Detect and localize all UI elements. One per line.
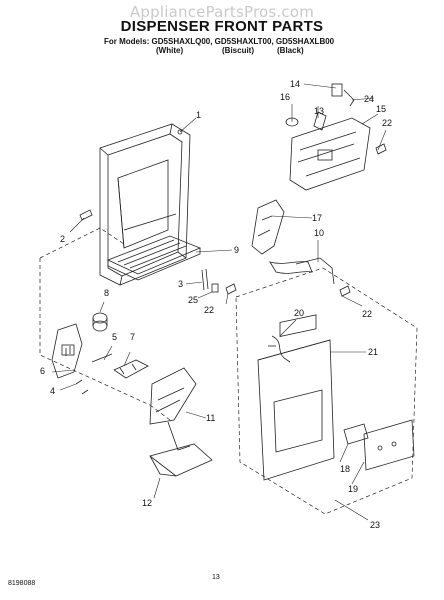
finish-black: (Black) — [277, 46, 304, 55]
callout-9: 9 — [234, 245, 239, 255]
callout-8: 8 — [104, 288, 109, 298]
part-5-rod — [91, 353, 113, 363]
leader-lines — [51, 83, 387, 521]
callout-25: 25 — [188, 295, 198, 305]
callout-labels: 1 2 3 4 5 6 7 8 9 10 11 12 13 14 15 16 1… — [40, 79, 392, 530]
part-3-pin — [201, 268, 209, 291]
dashed-outline-right — [235, 267, 418, 515]
part-11-flap — [149, 367, 197, 451]
part-22-screw-c — [375, 143, 387, 155]
watermark: AppliancePartsPros.com — [129, 3, 315, 21]
page-title: DISPENSER FRONT PARTS — [120, 18, 324, 35]
callout-12: 12 — [142, 498, 152, 508]
callout-17: 17 — [312, 213, 322, 223]
part-13-link — [313, 111, 327, 131]
part-15-module — [289, 117, 371, 191]
callout-16: 16 — [280, 92, 290, 102]
callout-5: 5 — [112, 332, 117, 342]
callout-22b: 22 — [362, 309, 372, 319]
callout-21: 21 — [368, 347, 378, 357]
part-25-clip — [211, 283, 219, 293]
callout-11: 11 — [206, 413, 215, 423]
page-number: 13 — [212, 574, 220, 581]
finish-white: (White) — [156, 46, 184, 55]
callout-15: 15 — [376, 104, 386, 114]
models-line: For Models: GD5SHAXLQ00, GD5SHAXLT00, GD… — [104, 37, 335, 46]
callout-22c: 22 — [382, 118, 392, 128]
callout-18: 18 — [340, 464, 350, 474]
part-14-switch — [331, 83, 343, 97]
part-21-panel — [257, 314, 335, 481]
part-8-solenoid — [92, 312, 108, 332]
callout-13: 13 — [314, 106, 324, 116]
part-7-bracket — [113, 359, 149, 379]
callout-20: 20 — [294, 308, 304, 318]
callout-6: 6 — [40, 366, 45, 376]
dashed-outline-left — [39, 227, 171, 421]
part-2-screw — [79, 209, 93, 221]
part-4-screws — [75, 379, 89, 395]
finish-biscuit: (Biscuit) — [222, 46, 254, 55]
callout-2: 2 — [60, 234, 65, 244]
doc-number: 8198088 — [8, 580, 36, 587]
callout-24: 24 — [364, 94, 374, 104]
part-10-lever — [269, 257, 335, 285]
callout-22a: 22 — [204, 305, 214, 315]
callout-19: 19 — [348, 484, 358, 494]
part-18-actuator — [343, 423, 369, 445]
callout-4: 4 — [50, 386, 55, 396]
callout-1: 1 — [196, 110, 201, 120]
part-1-housing — [99, 123, 191, 286]
part-22-screw-b — [339, 285, 351, 297]
callout-10: 10 — [314, 228, 324, 238]
part-20-harness — [268, 335, 291, 363]
callout-7: 7 — [130, 332, 135, 342]
callout-23: 23 — [370, 520, 380, 530]
part-24-spring — [343, 89, 355, 107]
part-12-funnel — [149, 443, 213, 477]
part-22-screw-a — [225, 283, 237, 295]
callout-3: 3 — [178, 279, 183, 289]
part-6-motor — [51, 323, 83, 379]
part-17-bracket — [251, 199, 285, 255]
part-19-plate — [363, 419, 415, 471]
callout-14: 14 — [290, 79, 300, 89]
